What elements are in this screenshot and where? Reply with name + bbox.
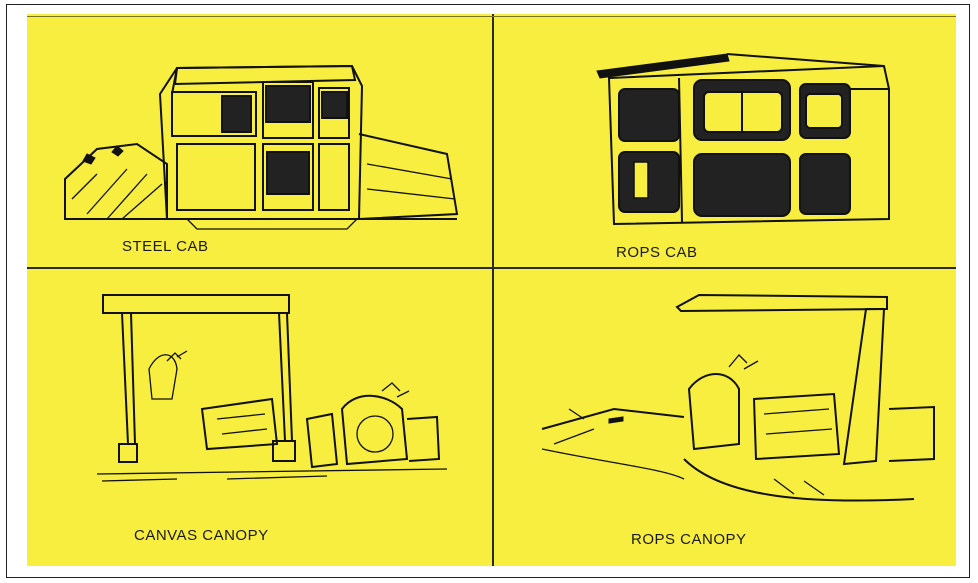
panel-canvas-canopy: CANVAS CANOPY: [27, 269, 492, 566]
panel-rops-canopy: ROPS CANOPY: [494, 269, 956, 566]
diagram-sheet: STEEL CAB ROPS CAB: [27, 14, 956, 566]
panel-steel-cab: STEEL CAB: [27, 14, 492, 267]
panel-label: ROPS CANOPY: [631, 531, 747, 548]
steel-cab-illustration: [27, 14, 492, 267]
panel-rops-cab: ROPS CAB: [494, 14, 956, 267]
rops-canopy-illustration: [494, 269, 956, 566]
panel-label: ROPS CAB: [616, 244, 698, 261]
panel-label: STEEL CAB: [122, 238, 208, 255]
canvas-canopy-illustration: [27, 269, 492, 566]
rops-cab-illustration: [494, 14, 956, 267]
panel-label: CANVAS CANOPY: [134, 527, 269, 544]
